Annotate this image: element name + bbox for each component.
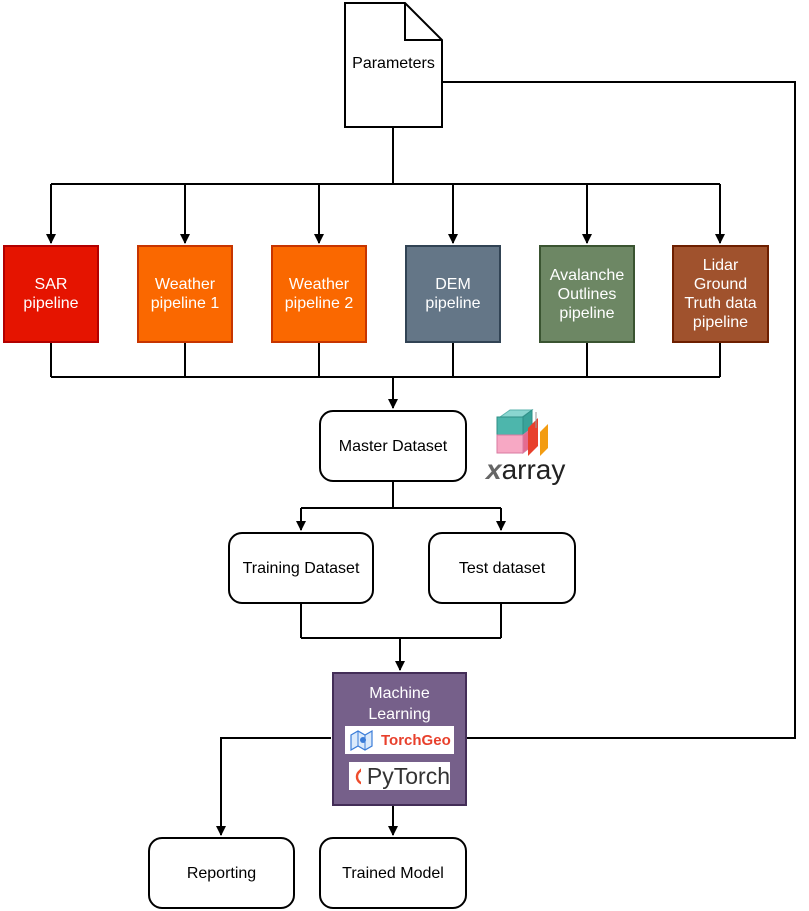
weather-pipeline-1-box: Weather pipeline 1 [137,245,233,343]
reporting-label: Reporting [186,864,257,882]
parameters-document [344,2,443,128]
master-dataset-box: Master Dataset [319,410,467,482]
reporting-box: Reporting [148,837,295,909]
sar-pipeline-box: SAR pipeline [3,245,99,343]
lidar-pipeline-label: Lidar Ground Truth data pipeline [684,257,757,331]
avalanche-pipeline-box: Avalanche Outlines pipeline [539,245,635,343]
lidar-pipeline-box: Lidar Ground Truth data pipeline [672,245,769,343]
weather-pipeline-2-label: Weather pipeline 2 [284,276,354,312]
xarray-logo-suffix: array [501,454,566,485]
avalanche-pipeline-label: Avalanche Outlines pipeline [549,266,625,322]
training-dataset-label: Training Dataset [242,559,360,577]
sar-pipeline-label: SAR pipeline [23,276,79,312]
pytorch-logo: PyTorch [349,762,450,790]
dem-pipeline-label: DEM pipeline [425,276,481,312]
parameters-label: Parameters [352,55,435,72]
pytorch-flame-icon [355,768,361,785]
trained-model-label: Trained Model [342,864,444,882]
machine-learning-box: Machine Learning TorchGeo PyTorch [332,672,467,806]
weather-pipeline-1-label: Weather pipeline 1 [150,276,220,312]
arrow-to-reporting [216,737,331,836]
torchgeo-map-icon [350,729,373,751]
test-dataset-label: Test dataset [458,559,546,577]
params-to-ml-line [332,81,796,743]
xarray-logo-icon [496,408,548,456]
pytorch-logo-text: PyTorch [366,762,450,789]
training-dataset-box: Training Dataset [228,532,374,604]
torchgeo-logo-text: TorchGeo [381,731,451,749]
dem-pipeline-box: DEM pipeline [405,245,501,343]
master-dataset-label: Master Dataset [338,437,448,455]
xarray-logo-text: xarray [486,454,565,486]
torchgeo-logo: TorchGeo [345,726,454,754]
machine-learning-label: Machine Learning [368,685,431,723]
trained-model-box: Trained Model [319,837,467,909]
weather-pipeline-2-box: Weather pipeline 2 [271,245,367,343]
test-dataset-box: Test dataset [428,532,576,604]
xarray-logo-prefix: x [486,454,502,485]
